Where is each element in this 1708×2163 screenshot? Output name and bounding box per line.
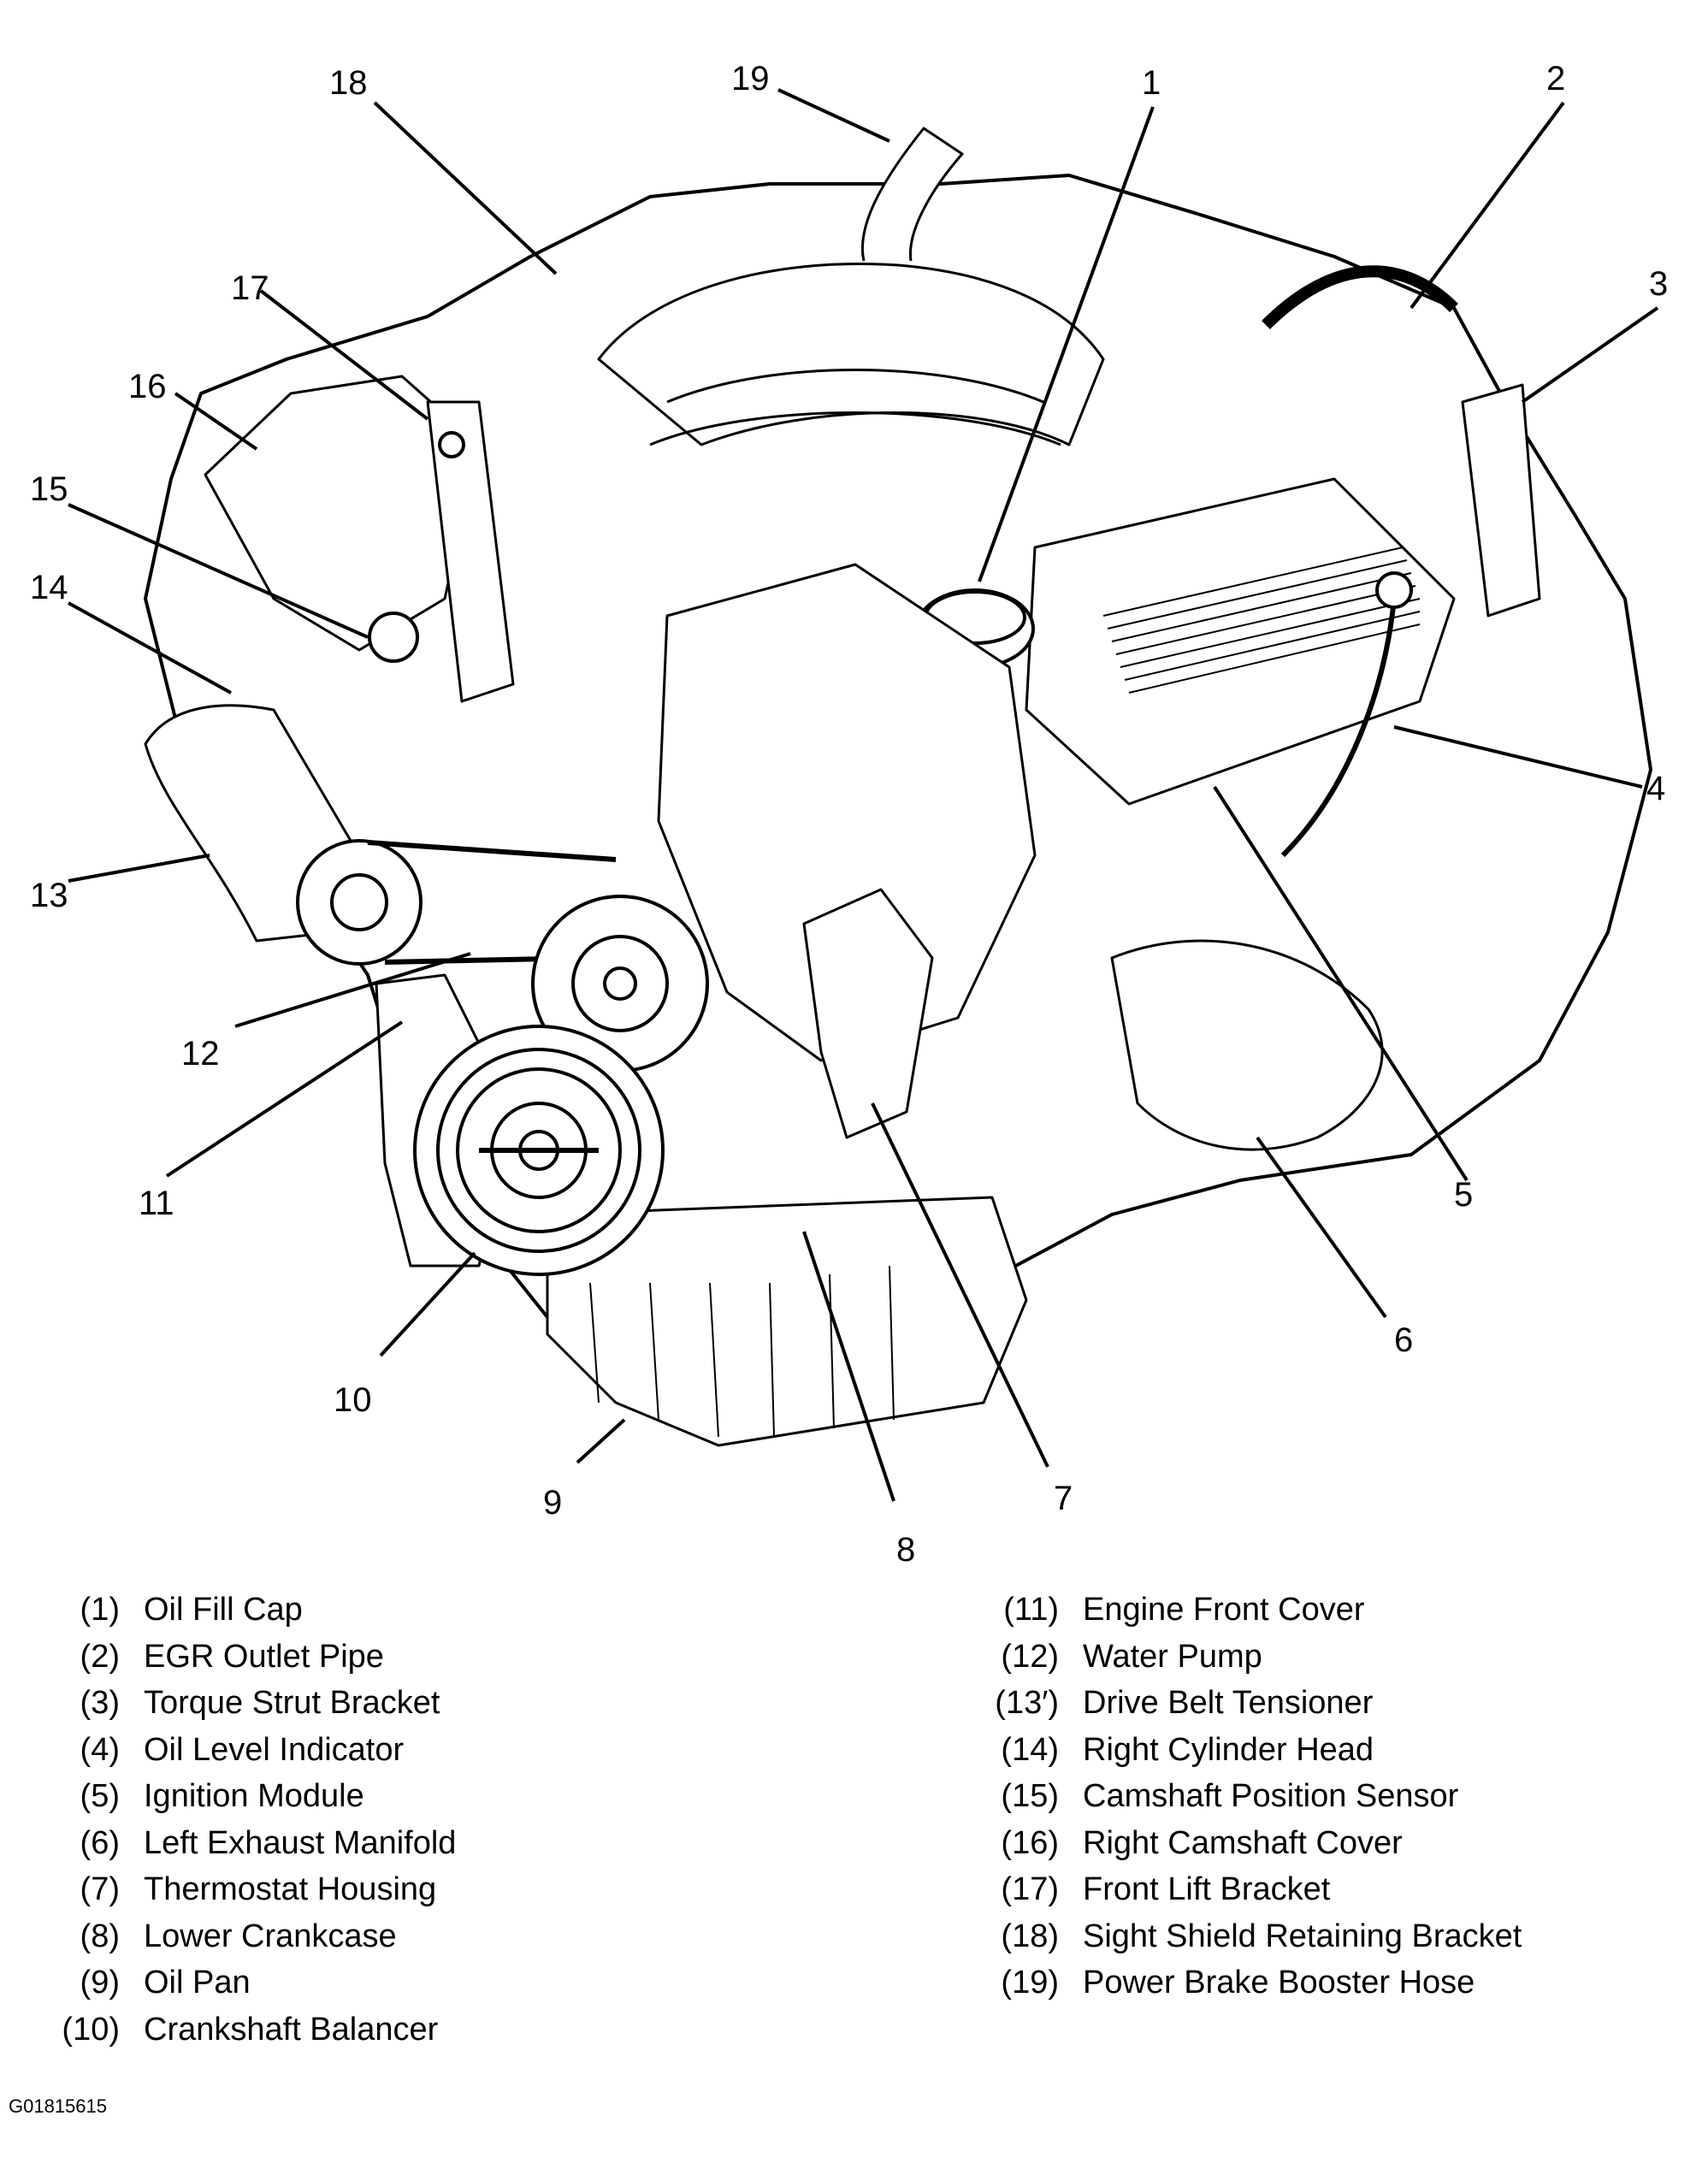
callout-8: 8	[896, 1531, 915, 1569]
legend-label: Power Brake Booster Hose	[1083, 1965, 1475, 2000]
callout-leader-lines	[68, 88, 1659, 1502]
legend-number: (16)	[1001, 1824, 1059, 1861]
legend-label: Oil Fill Cap	[144, 1592, 303, 1628]
legend-number: (3)	[80, 1685, 120, 1721]
callout-10: 10	[334, 1381, 372, 1419]
callout-1: 1	[1142, 64, 1161, 102]
legend-item: (8) Lower Crankcase	[43, 1913, 813, 1960]
legend-item: (7) Thermostat Housing	[43, 1866, 813, 1913]
callout-6: 6	[1394, 1321, 1413, 1359]
legend-item: (1) Oil Fill Cap	[43, 1587, 813, 1634]
legend-number: (17)	[1001, 1871, 1059, 1907]
legend-number: (11)	[1003, 1592, 1059, 1628]
legend-label: Lower Crankcase	[144, 1918, 397, 1954]
legend-item: (4) Oil Level Indicator	[43, 1727, 813, 1774]
callout-13: 13	[30, 877, 68, 914]
legend-number: (8)	[80, 1918, 120, 1954]
legend-number: (10)	[62, 2011, 120, 2048]
legend-label: Drive Belt Tensioner	[1083, 1685, 1374, 1721]
callout-15: 15	[30, 470, 68, 508]
legend-label: EGR Outlet Pipe	[144, 1638, 384, 1675]
legend-label: Torque Strut Bracket	[144, 1685, 440, 1721]
legend-item: (13′) Drive Belt Tensioner	[982, 1680, 1683, 1727]
legend-number: (19)	[1001, 1965, 1059, 2000]
engine-diagram: 1 2 3 4 5 6 7 8 9 10 11 12 13 14 15 16 1…	[30, 60, 1668, 1569]
legend-item: (14) Right Cylinder Head	[982, 1727, 1683, 1774]
figure-code: G01815615	[9, 2095, 107, 2117]
callout-17: 17	[231, 269, 269, 307]
legend-number: (7)	[80, 1871, 120, 1907]
legend-number: (18)	[1001, 1918, 1059, 1954]
legend-number: (13′)	[995, 1685, 1059, 1721]
legend-item: (19) Power Brake Booster Hose	[982, 1959, 1683, 2006]
legend-right-column: (11) Engine Front Cover (12) Water Pump (1…	[982, 1587, 1683, 2006]
callout-3: 3	[1649, 265, 1668, 303]
legend-item: (16) Right Camshaft Cover	[982, 1820, 1683, 1867]
legend-number: (9)	[80, 1965, 120, 2000]
legend-number: (2)	[80, 1638, 120, 1675]
legend-item: (18) Sight Shield Retaining Bracket	[982, 1913, 1683, 1960]
legend-item: (6) Left Exhaust Manifold	[43, 1820, 813, 1867]
legend-label: Left Exhaust Manifold	[144, 1824, 457, 1861]
legend-label: Right Cylinder Head	[1083, 1731, 1374, 1768]
legend-number: (15)	[1001, 1778, 1059, 1814]
callout-4: 4	[1646, 770, 1665, 807]
callout-18: 18	[329, 64, 368, 102]
callout-5: 5	[1454, 1176, 1473, 1214]
legend-item: (12) Water Pump	[982, 1634, 1683, 1681]
legend-item: (2) EGR Outlet Pipe	[43, 1634, 813, 1681]
legend-label: Crankshaft Balancer	[144, 2011, 439, 2048]
callout-11: 11	[139, 1185, 174, 1222]
callout-19: 19	[731, 60, 770, 98]
legend-label: Water Pump	[1083, 1638, 1262, 1675]
legend-label: Front Lift Bracket	[1083, 1871, 1331, 1907]
callout-9: 9	[543, 1484, 562, 1522]
legend-label: Oil Level Indicator	[144, 1731, 405, 1768]
legend-label: Ignition Module	[144, 1778, 364, 1814]
legend-number: (4)	[80, 1731, 120, 1768]
legend-number: (6)	[80, 1824, 120, 1861]
legend-number: (5)	[80, 1778, 120, 1814]
callout-7: 7	[1054, 1480, 1073, 1517]
legend-item: (11) Engine Front Cover	[982, 1587, 1683, 1634]
engine-illustration	[144, 127, 1652, 1447]
legend-item: (3) Torque Strut Bracket	[43, 1680, 813, 1727]
legend-label: Sight Shield Retaining Bracket	[1083, 1918, 1522, 1954]
legend-number: (12)	[1001, 1638, 1059, 1675]
legend-label: Oil Pan	[144, 1965, 251, 2000]
legend-label: Right Camshaft Cover	[1083, 1824, 1403, 1861]
legend-item: (15) Camshaft Position Sensor	[982, 1773, 1683, 1820]
callout-12: 12	[181, 1035, 220, 1073]
legend-item: (10) Crankshaft Balancer	[43, 2006, 813, 2054]
legend-left-column: (1) Oil Fill Cap (2) EGR Outlet Pipe (3) To…	[43, 1587, 813, 2053]
callout-14: 14	[30, 569, 68, 606]
legend-number: (14)	[1001, 1731, 1059, 1768]
legend-item: (9) Oil Pan	[43, 1959, 813, 2006]
callout-numbers: 1 2 3 4 5 6 7 8 9 10 11 12 13 14 15 16 1…	[30, 60, 1668, 1569]
legend-item: (5) Ignition Module	[43, 1773, 813, 1820]
legend-number: (1)	[80, 1592, 120, 1628]
legend-item: (17) Front Lift Bracket	[982, 1866, 1683, 1913]
legend-label: Thermostat Housing	[144, 1871, 437, 1907]
legend-label: Engine Front Cover	[1083, 1592, 1365, 1628]
callout-2: 2	[1546, 60, 1565, 98]
callout-16: 16	[128, 368, 167, 405]
legend-label: Camshaft Position Sensor	[1083, 1778, 1459, 1814]
